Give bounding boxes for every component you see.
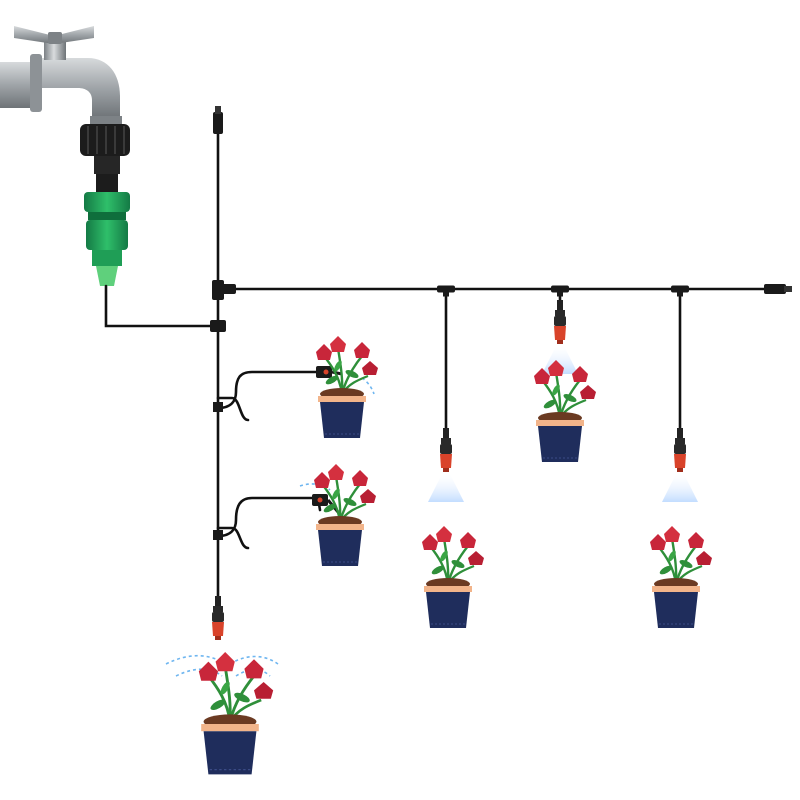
nozzle-icon: [212, 596, 224, 640]
end-plug-icon: [213, 106, 223, 134]
tube-icon: [104, 128, 768, 600]
tee-icon: [551, 285, 569, 297]
flower-pot-icon: [312, 462, 378, 568]
tee-icon: [212, 280, 236, 300]
faucet-icon: [0, 26, 122, 126]
flower-pot-icon: [532, 358, 598, 464]
flower-pot-icon: [197, 650, 275, 776]
flower-pot-icon: [648, 524, 714, 630]
flower-pot-icon: [420, 524, 486, 630]
nozzle-icon: [674, 428, 686, 472]
tee-icon: [671, 285, 689, 297]
tee-icon: [210, 320, 226, 332]
nozzle-icon: [554, 300, 566, 344]
end-plug-icon: [764, 284, 792, 294]
mist-spray: [428, 474, 464, 502]
nozzle-icon: [440, 428, 452, 472]
tee-icon: [437, 285, 455, 297]
mist-spray: [662, 474, 698, 502]
tee-icon: [213, 402, 223, 540]
flower-pot-icon: [314, 334, 380, 440]
green-connector-icon: [84, 192, 130, 286]
hose-adapter-icon: [80, 124, 130, 194]
